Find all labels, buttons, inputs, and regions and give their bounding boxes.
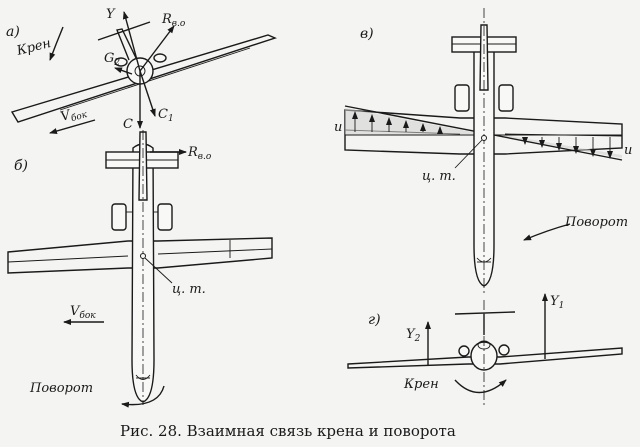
velocity-arrows-left — [352, 111, 443, 134]
panel-v-letter: в) — [360, 26, 374, 42]
panel-a-letter: а) — [6, 24, 20, 40]
yaw-arrow-b — [121, 385, 165, 408]
banked-wing — [10, 34, 277, 123]
roll-label-a: Крен — [14, 36, 52, 59]
sideslip-arrow — [49, 119, 96, 134]
panel-b-letter: б) — [14, 158, 28, 174]
yaw-label-v: Поворот — [564, 215, 628, 230]
panel-v-velocity-distribution: в) u u ц. т. Поворот — [334, 8, 632, 296]
roll-label-g: Крен — [403, 377, 439, 392]
label-u-right: u — [624, 143, 632, 158]
cg-marker-v — [481, 135, 487, 141]
resultant-arrow-r — [139, 25, 175, 72]
yaw-label-b: Поворот — [29, 381, 93, 396]
engine-v-right — [498, 84, 514, 112]
panel-a-roll-forces: а) Крен Y Rв.о G2 C1 C Vбок — [6, 7, 277, 134]
tilted-fin — [116, 28, 137, 61]
arrow-c1 — [139, 70, 156, 117]
label-y1: Y1 — [550, 294, 564, 311]
roll-direction-arrow — [49, 26, 64, 61]
engine-g-right — [498, 344, 510, 356]
panel-b-top-view: б) Rв.о ц. т. Vбок Поворот — [7, 130, 273, 408]
label-v-side-a: Vбок — [59, 103, 89, 127]
label-y: Y — [106, 7, 116, 22]
label-cg-b: ц. т. — [172, 282, 206, 297]
label-r-b: Rв.о — [187, 145, 212, 162]
lift-arrow-y — [122, 11, 141, 72]
label-u-left: u — [334, 120, 342, 135]
engine-b-right — [157, 203, 173, 231]
label-c1: C1 — [158, 107, 174, 124]
panel-g-front-view: г) Y2 Y1 Крен — [347, 293, 623, 405]
label-c: C — [123, 117, 133, 132]
stabilizer-g — [454, 311, 516, 315]
label-g2: G2 — [104, 51, 120, 68]
engine-v-left — [454, 84, 470, 112]
engine-b-left — [111, 203, 127, 231]
label-v-side-b: Vбок — [70, 304, 96, 321]
figure-caption: Рис. 28. Взаимная связь крена и поворота — [120, 422, 456, 440]
label-y2: Y2 — [406, 327, 421, 344]
engine-left — [114, 57, 128, 67]
stabilizer — [97, 21, 151, 41]
yaw-arrow-v — [523, 223, 571, 241]
label-cg-v: ц. т. — [422, 169, 456, 184]
label-r-a: Rв.о — [161, 12, 186, 29]
roll-arrow-g — [454, 379, 507, 394]
engine-g-left — [458, 345, 470, 357]
velocity-arrows-right — [522, 137, 613, 159]
panel-g-letter: г) — [368, 312, 381, 328]
arrow-g2 — [114, 67, 133, 75]
cg-marker-b — [140, 253, 146, 259]
engine-right — [153, 53, 167, 63]
